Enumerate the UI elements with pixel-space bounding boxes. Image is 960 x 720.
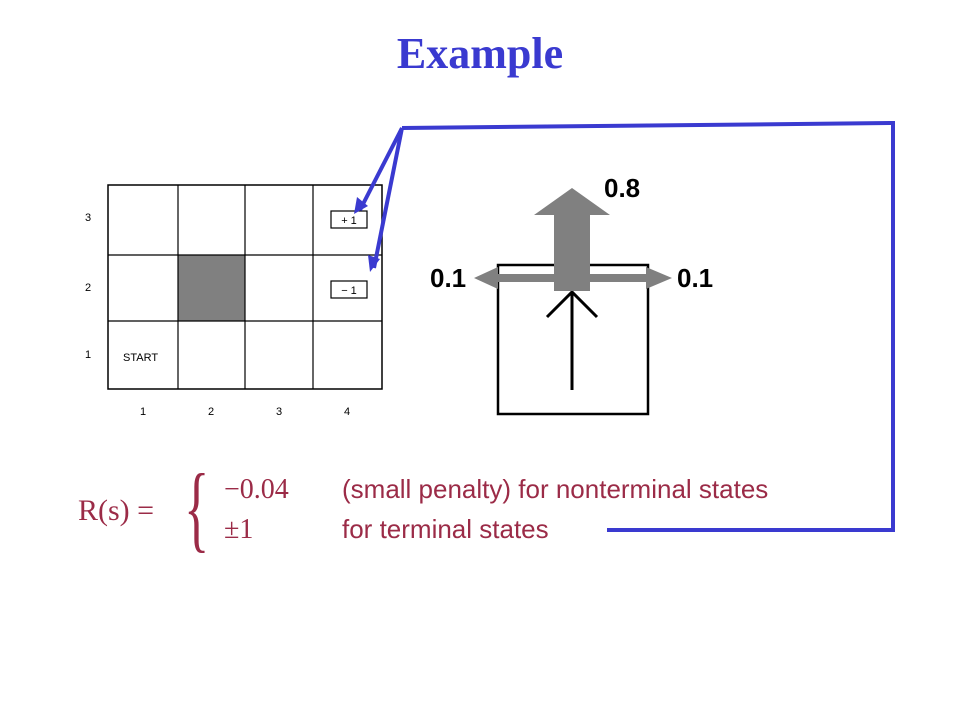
- minus-one-label: − 1: [341, 285, 357, 297]
- col-label: 3: [276, 406, 282, 418]
- forward-arrow-icon: [534, 188, 610, 291]
- plus-one-box: [330, 210, 368, 229]
- row-label: 2: [85, 282, 91, 294]
- grid-world: 3 2 1 1 2 3 4 START + 1 − 1: [85, 184, 383, 418]
- col-label: 1: [140, 406, 146, 418]
- reward-formula: R(s) = { −0.04 (small penalty) for nonte…: [78, 460, 898, 566]
- nonterminal-reward-value: −0.04: [224, 474, 289, 505]
- row-label: 1: [85, 349, 91, 361]
- terminal-reward-value: ±1: [224, 514, 254, 545]
- page-title: Example: [396, 29, 564, 78]
- callout-connector: [358, 120, 895, 532]
- left-brace-icon: {: [184, 454, 210, 561]
- right-prob: 0.1: [677, 263, 713, 293]
- transition-model: 0.8 0.1 0.1: [430, 173, 713, 416]
- obstacle-cell: [178, 255, 245, 321]
- left-prob: 0.1: [430, 263, 466, 293]
- start-label: START: [123, 352, 158, 364]
- callout-arrowhead-icon: [368, 255, 380, 272]
- col-label: 2: [208, 406, 214, 418]
- formula-lhs: R(s) =: [78, 494, 155, 527]
- nonterminal-reward-desc: (small penalty) for nonterminal states: [342, 474, 769, 504]
- callout-arrowhead-icon: [354, 197, 368, 214]
- forward-prob: 0.8: [604, 173, 640, 203]
- minus-one-box: [330, 280, 368, 299]
- row-label: 3: [85, 212, 91, 224]
- plus-one-label: + 1: [341, 215, 357, 227]
- col-label: 4: [344, 406, 350, 418]
- terminal-reward-desc: for terminal states: [342, 514, 549, 544]
